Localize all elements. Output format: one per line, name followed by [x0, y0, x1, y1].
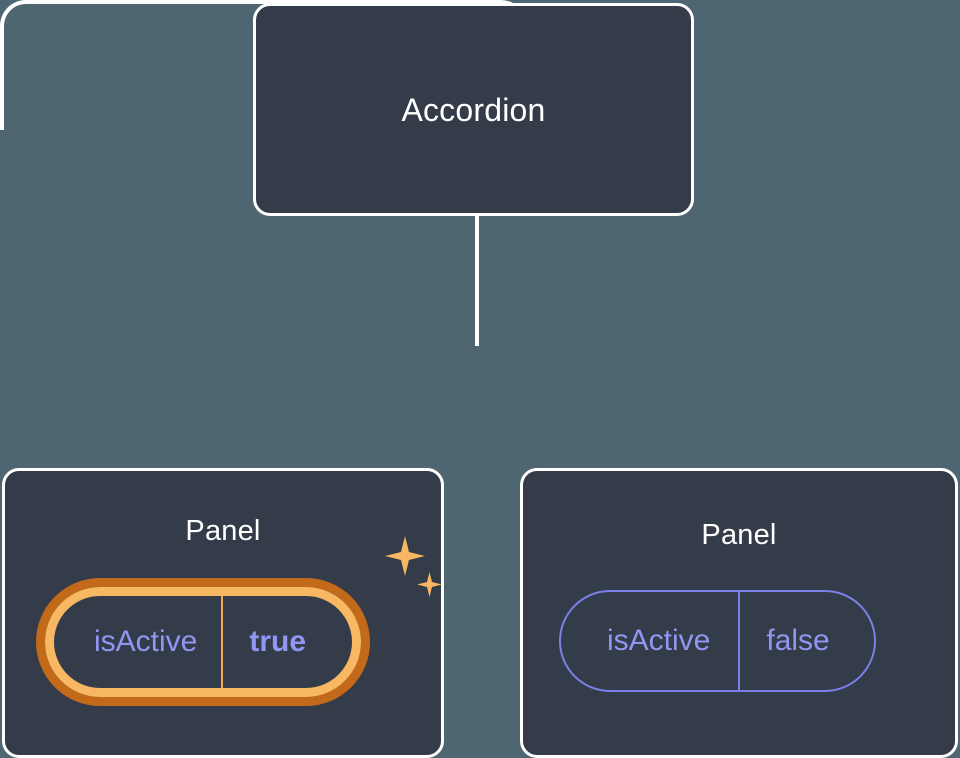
prop-pill-wrapper: isActive true	[36, 578, 371, 706]
sparkle-large-icon	[385, 536, 425, 576]
prop-value: true	[221, 596, 352, 688]
tree-node-panel-inactive[interactable]: Panel isActive false	[520, 468, 958, 758]
prop-pill-wrapper: isActive false	[559, 590, 876, 692]
node-title: Panel	[185, 515, 261, 547]
prop-key: isActive	[94, 625, 198, 658]
prop-key: isActive	[607, 624, 711, 657]
node-title: Panel	[701, 519, 777, 551]
prop-value: false	[738, 592, 873, 690]
prop-pill-isactive-false[interactable]: isActive false	[559, 590, 876, 692]
connector-root-to-bus	[475, 214, 479, 346]
prop-pill-isactive-true[interactable]: isActive true	[36, 578, 371, 706]
sparkle-small-icon	[417, 572, 442, 597]
node-title: Accordion	[401, 91, 546, 128]
sparkle-group	[385, 536, 455, 606]
prop-pill-inner: isActive true	[45, 587, 362, 697]
tree-node-accordion[interactable]: Accordion	[253, 3, 694, 216]
tree-node-panel-active[interactable]: Panel isActive true	[2, 468, 444, 758]
